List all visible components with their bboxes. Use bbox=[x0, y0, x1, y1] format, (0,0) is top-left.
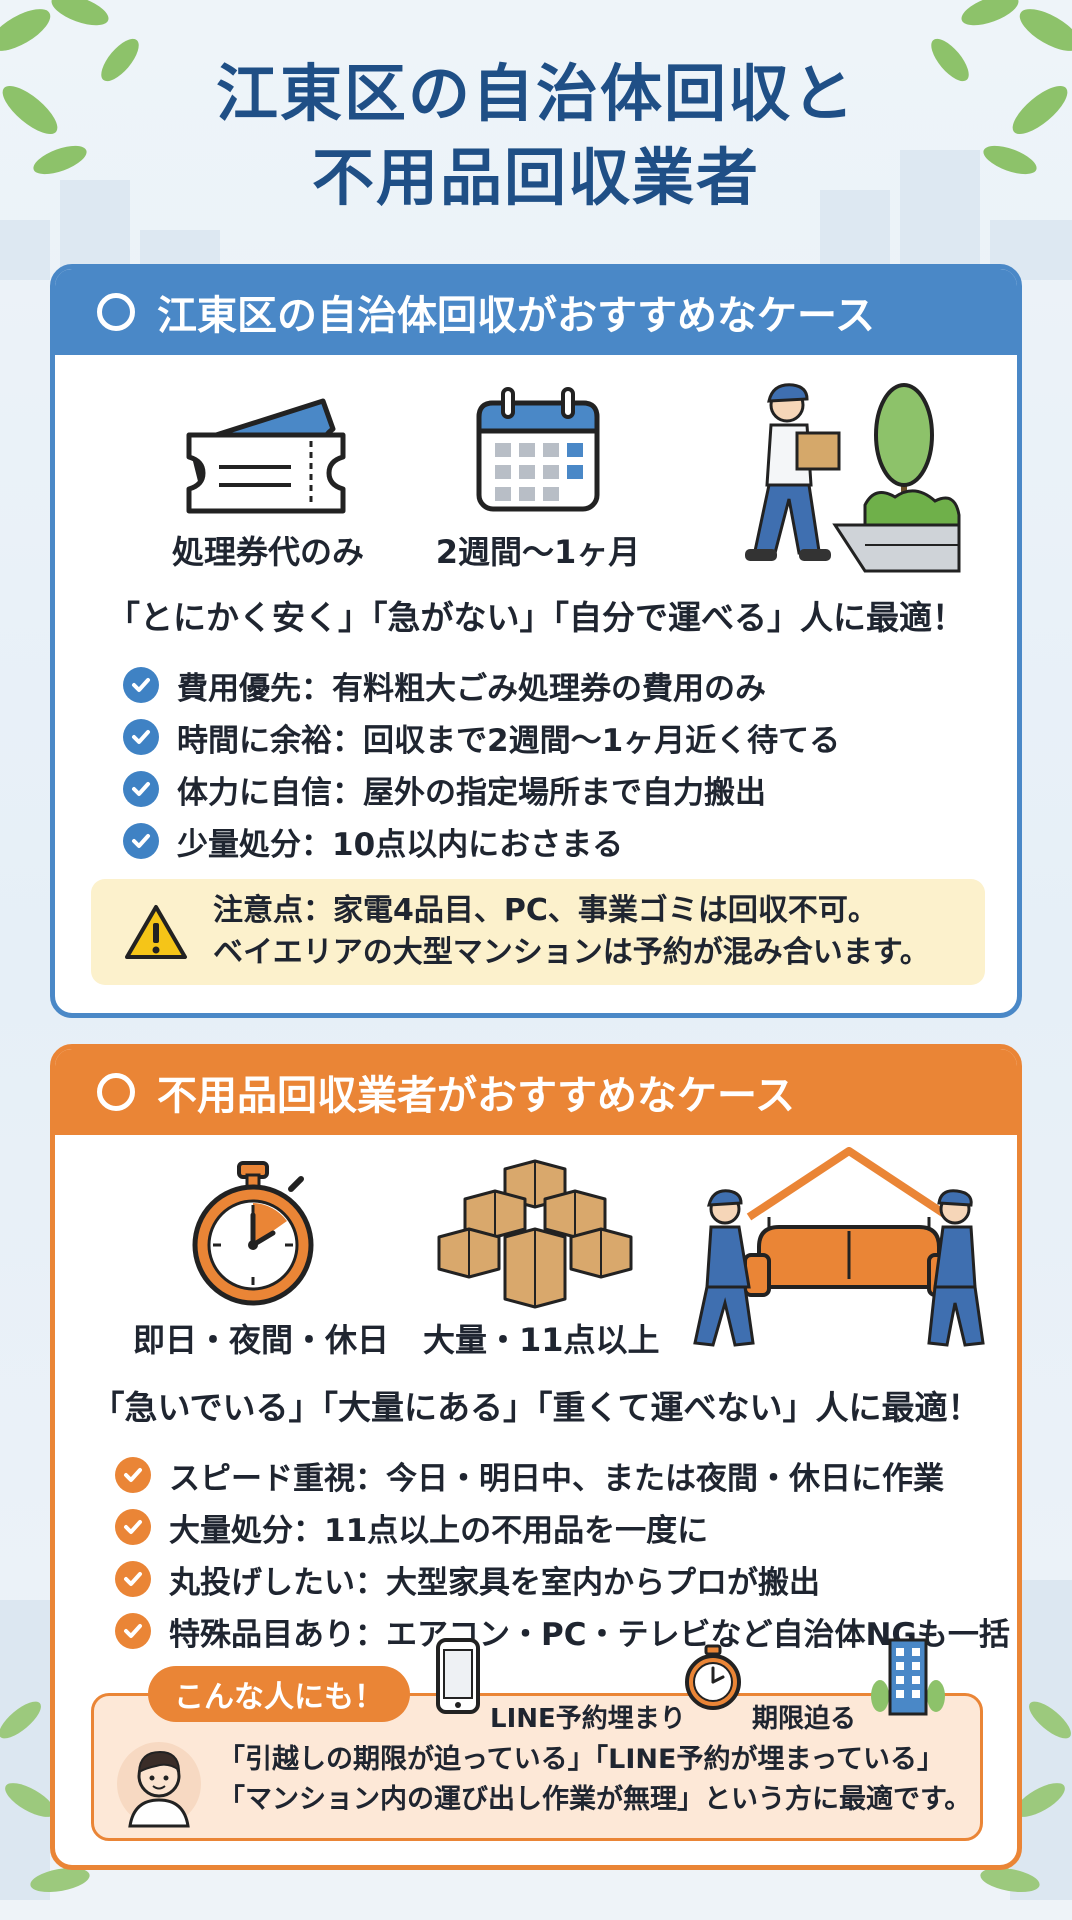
business-card-header: 不用品回収業者がおすすめなケース bbox=[55, 1049, 1017, 1135]
check-text: 少量処分：10点以内におさまる bbox=[177, 826, 624, 863]
title-line-1: 江東区の自治体回収と bbox=[215, 57, 856, 130]
calendar-icon bbox=[476, 387, 600, 512]
check-text: 費用優先：有料粗大ごみ処理券の費用のみ bbox=[177, 670, 766, 707]
building-icon bbox=[871, 1638, 945, 1716]
title-line-2: 不用品回収業者 bbox=[311, 141, 760, 214]
stopwatch-icon bbox=[192, 1161, 314, 1306]
municipal-card: 江東区の自治体回収がおすすめなケース 処理券代のみ 2週間〜1ヶ月 bbox=[50, 264, 1022, 1018]
business-headline: 「急いでいる」「大量にある」「重くて運べない」人に最適！ bbox=[91, 1388, 981, 1427]
check-icon bbox=[123, 667, 159, 703]
list-item: スピード重視：今日・明日中、または夜間・休日に作業 bbox=[115, 1449, 1010, 1501]
caution-line-1: 注意点：家電4品目、PC、事業ゴミは回収不可。 bbox=[213, 893, 878, 928]
municipal-header-text: 江東区の自治体回収がおすすめなケース bbox=[157, 293, 875, 339]
ticket-icon bbox=[186, 398, 346, 514]
extra-badge: こんな人にも！ bbox=[148, 1666, 410, 1722]
check-icon bbox=[115, 1561, 151, 1597]
check-text: 大量処分：11点以上の不用品を一度に bbox=[169, 1512, 709, 1549]
stopwatch-label: 即日・夜間・休日 bbox=[133, 1321, 390, 1359]
check-icon bbox=[123, 771, 159, 807]
caution-line-2: ベイエリアの大型マンションは予約が混み合います。 bbox=[213, 935, 930, 970]
business-card: 不用品回収業者がおすすめなケース 即日・夜間・休日 bbox=[50, 1044, 1022, 1870]
tag-line-full: LINE予約埋まり bbox=[490, 1704, 686, 1734]
check-text: 体力に自信：屋外の指定場所まで自力搬出 bbox=[177, 774, 766, 811]
check-text: 時間に余裕：回収まで2週間〜1ヶ月近く待てる bbox=[177, 722, 841, 759]
person-carrying-box-icon bbox=[745, 383, 961, 573]
list-item: 丸投げしたい：大型家具を室内からプロが搬出 bbox=[115, 1553, 1010, 1605]
check-icon bbox=[115, 1613, 151, 1649]
movers-sofa-icon bbox=[693, 1147, 985, 1347]
page-title: 江東区の自治体回収と 不用品回収業者 bbox=[0, 52, 1072, 220]
check-icon bbox=[123, 823, 159, 859]
check-text: スピード重視：今日・明日中、または夜間・休日に作業 bbox=[169, 1460, 944, 1497]
boxes-icon bbox=[437, 1159, 633, 1309]
municipal-card-header: 江東区の自治体回収がおすすめなケース bbox=[55, 269, 1017, 355]
list-item: 時間に余裕：回収まで2週間〜1ヶ月近く待てる bbox=[123, 711, 840, 763]
check-icon bbox=[123, 719, 159, 755]
avatar-icon bbox=[117, 1742, 201, 1828]
small-stopwatch-icon bbox=[685, 1644, 741, 1710]
extra-cases-text: 「引越しの期限が迫っている」「LINE予約が埋まっている」 「マンション内の運び… bbox=[218, 1740, 971, 1820]
list-item: 特殊品目あり：エアコン・PC・テレビなど自治体NGも一括 bbox=[115, 1605, 1010, 1657]
caution-text: 注意点：家電4品目、PC、事業ゴミは回収不可。 ベイエリアの大型マンションは予約… bbox=[213, 890, 930, 974]
caution-note: 注意点：家電4品目、PC、事業ゴミは回収不可。 ベイエリアの大型マンションは予約… bbox=[91, 879, 985, 985]
list-item: 体力に自信：屋外の指定場所まで自力搬出 bbox=[123, 763, 840, 815]
extra-line-1: 「引越しの期限が迫っている」「LINE予約が埋まっている」 bbox=[218, 1744, 945, 1775]
list-item: 費用優先：有料粗大ごみ処理券の費用のみ bbox=[123, 659, 840, 711]
check-text: 丸投げしたい：大型家具を室内からプロが搬出 bbox=[169, 1564, 820, 1601]
municipal-headline: 「とにかく安く」「急がない」「自分で運べる」人に最適！ bbox=[107, 598, 965, 637]
circle-icon bbox=[97, 1073, 135, 1111]
warning-icon bbox=[125, 905, 187, 959]
smartphone-icon bbox=[436, 1638, 480, 1714]
list-item: 少量処分：10点以内におさまる bbox=[123, 815, 840, 867]
business-header-text: 不用品回収業者がおすすめなケース bbox=[157, 1073, 795, 1119]
circle-icon bbox=[97, 293, 135, 331]
boxes-label: 大量・11点以上 bbox=[423, 1321, 660, 1359]
list-item: 大量処分：11点以上の不用品を一度に bbox=[115, 1501, 1010, 1553]
extra-line-2: 「マンション内の運び出し作業が無理」という方に最適です。 bbox=[218, 1784, 972, 1815]
ticket-label: 処理券代のみ bbox=[171, 533, 364, 571]
check-icon bbox=[115, 1509, 151, 1545]
municipal-checklist: 費用優先：有料粗大ごみ処理券の費用のみ 時間に余裕：回収まで2週間〜1ヶ月近く待… bbox=[123, 659, 840, 867]
business-checklist: スピード重視：今日・明日中、または夜間・休日に作業 大量処分：11点以上の不用品… bbox=[115, 1449, 1010, 1657]
calendar-label: 2週間〜1ヶ月 bbox=[435, 533, 641, 571]
tag-deadline: 期限迫る bbox=[752, 1704, 857, 1734]
check-icon bbox=[115, 1457, 151, 1493]
check-text: 特殊品目あり：エアコン・PC・テレビなど自治体NGも一括 bbox=[169, 1616, 1010, 1653]
